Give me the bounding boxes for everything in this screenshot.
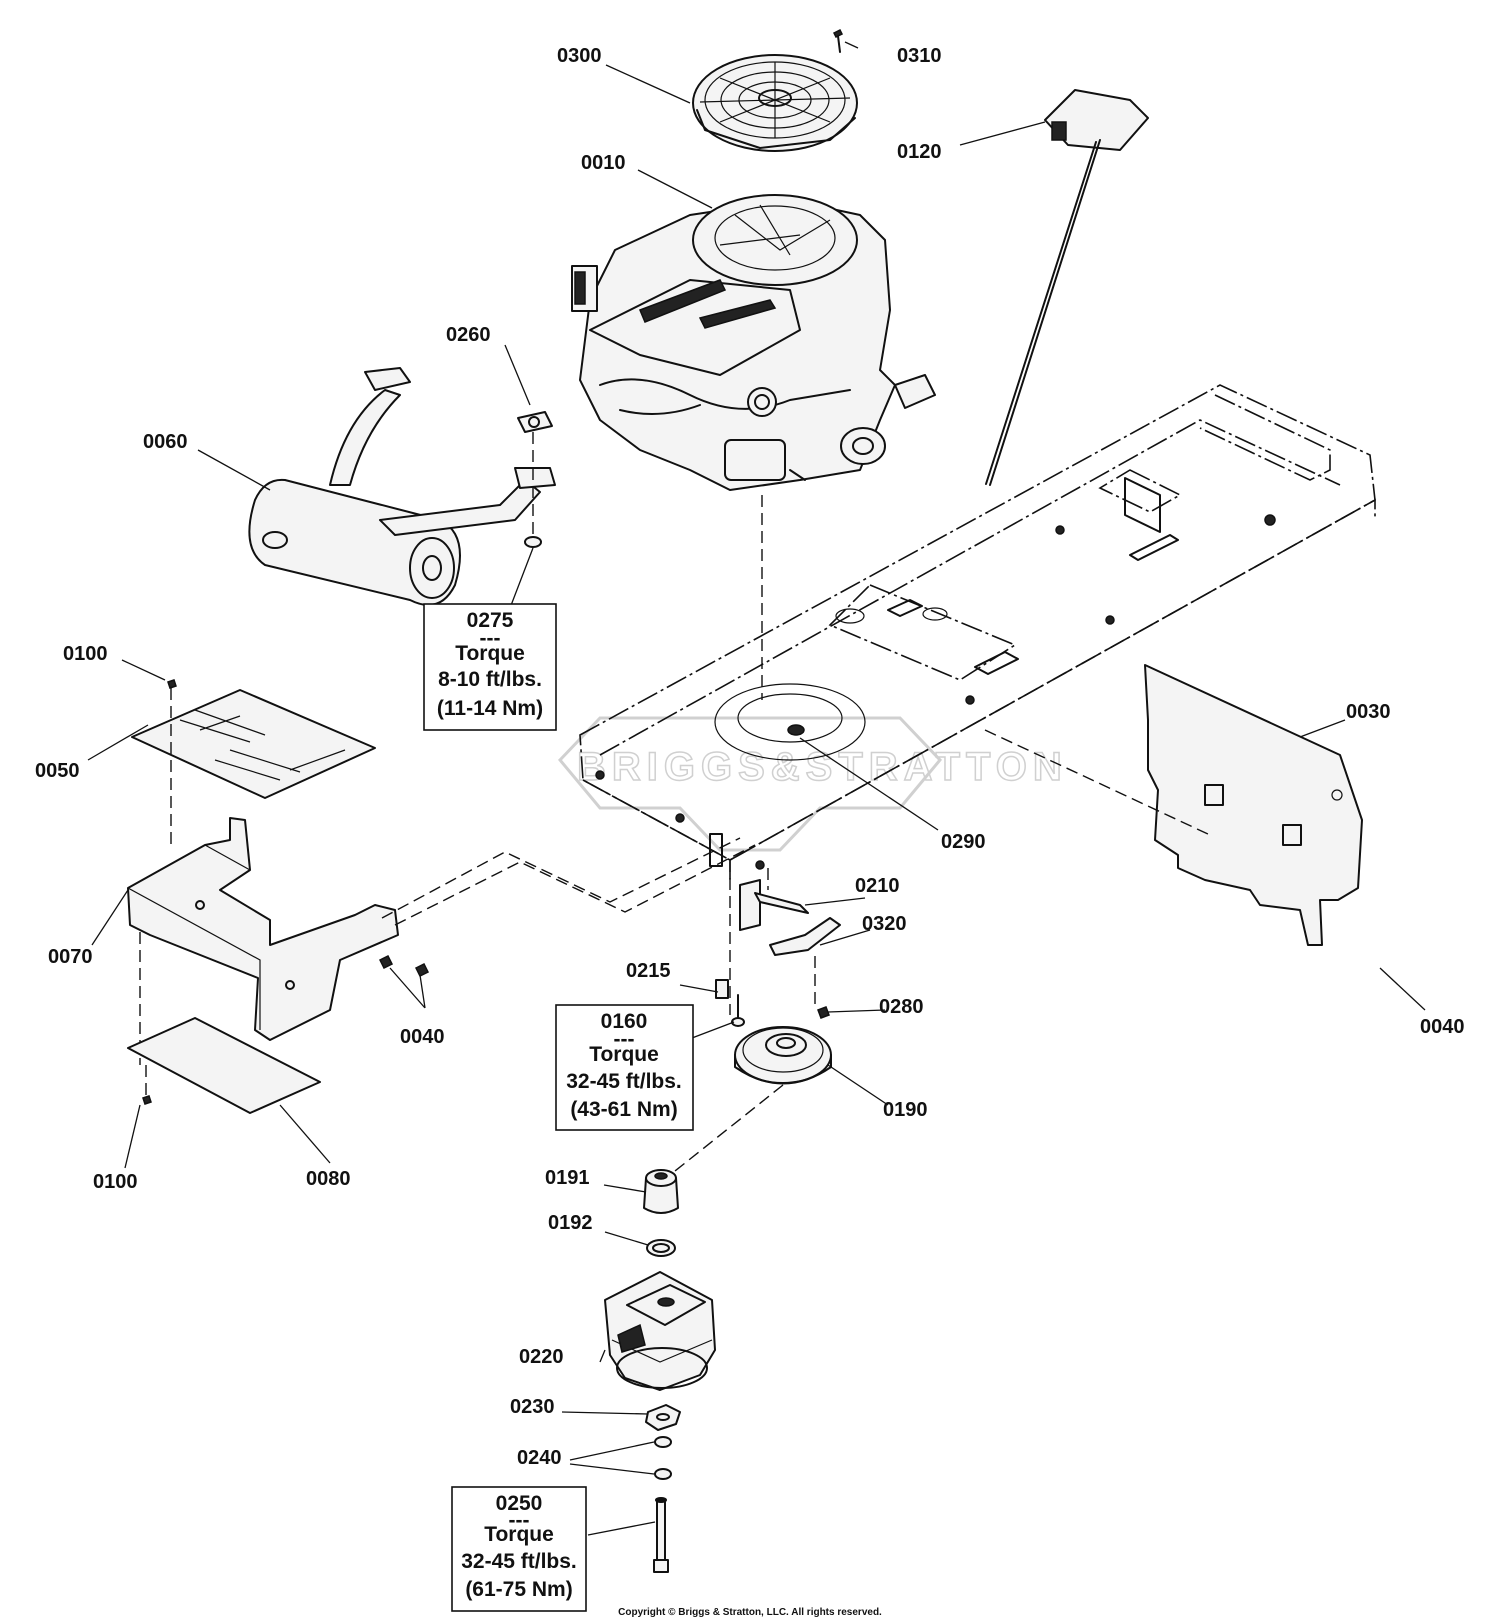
label-0191: 0191 bbox=[545, 1167, 590, 1189]
svg-text:---: --- bbox=[509, 1509, 530, 1532]
side-panel bbox=[984, 664, 1363, 946]
washer-ring bbox=[646, 1239, 676, 1257]
brand-watermark: BRIGGS&STRATTON bbox=[557, 716, 1068, 852]
engine-mount-bracket bbox=[127, 817, 399, 1041]
svg-text:32-45 ft/lbs.: 32-45 ft/lbs. bbox=[566, 1070, 682, 1093]
svg-text:(11-14 Nm): (11-14 Nm) bbox=[437, 697, 543, 720]
belt-keeper-bracket bbox=[715, 879, 841, 999]
svg-text:BRIGGS&STRATTON: BRIGGS&STRATTON bbox=[577, 745, 1068, 789]
copyright-notice: Copyright © Briggs & Stratton, LLC. All … bbox=[618, 1607, 882, 1618]
label-0100-bottom: 0100 bbox=[93, 1171, 138, 1193]
lower-plate bbox=[127, 1017, 321, 1114]
exhaust-gasket bbox=[517, 411, 553, 433]
label-0240: 0240 bbox=[517, 1447, 562, 1469]
pto-bolt bbox=[653, 1497, 669, 1573]
engine-pulley bbox=[734, 1026, 832, 1085]
label-0300: 0300 bbox=[557, 45, 602, 67]
torque-callout-0250: 0250 --- Torque 32-45 ft/lbs. (61-75 Nm) bbox=[451, 1486, 587, 1612]
label-0310: 0310 bbox=[897, 45, 942, 67]
svg-text:Torque: Torque bbox=[589, 1043, 659, 1066]
label-0040-right: 0040 bbox=[1420, 1016, 1465, 1038]
label-0050: 0050 bbox=[35, 760, 80, 782]
svg-text:Torque: Torque bbox=[484, 1523, 554, 1546]
heat-shield-plate bbox=[131, 689, 376, 799]
svg-text:8-10 ft/lbs.: 8-10 ft/lbs. bbox=[438, 668, 542, 691]
svg-text:0250: 0250 bbox=[496, 1492, 543, 1515]
label-0215: 0215 bbox=[626, 960, 671, 982]
label-0220: 0220 bbox=[519, 1346, 564, 1368]
svg-text:0275: 0275 bbox=[467, 609, 514, 632]
label-0280: 0280 bbox=[879, 996, 924, 1018]
spacer bbox=[643, 1169, 679, 1214]
label-0040-left: 0040 bbox=[400, 1026, 445, 1048]
label-0320: 0320 bbox=[862, 913, 907, 935]
torque-callout-0160: 0160 --- Torque 32-45 ft/lbs. (43-61 Nm) bbox=[555, 1004, 694, 1131]
label-0100-top: 0100 bbox=[63, 643, 108, 665]
label-0192: 0192 bbox=[548, 1212, 593, 1234]
label-0060: 0060 bbox=[143, 431, 188, 453]
label-0190: 0190 bbox=[883, 1099, 928, 1121]
engine bbox=[571, 194, 936, 491]
label-0210: 0210 bbox=[855, 875, 900, 897]
svg-text:Torque: Torque bbox=[455, 642, 525, 665]
svg-text:32-45 ft/lbs.: 32-45 ft/lbs. bbox=[461, 1550, 577, 1573]
label-0080: 0080 bbox=[306, 1168, 351, 1190]
part-labels: 0300 0310 0120 0010 0260 0060 0100 0050 … bbox=[35, 45, 1465, 1469]
svg-text:---: --- bbox=[480, 627, 501, 650]
label-0030: 0030 bbox=[1346, 701, 1391, 723]
frame-chassis bbox=[579, 384, 1376, 880]
muffler bbox=[248, 367, 556, 606]
dipstick bbox=[985, 89, 1149, 486]
svg-text:(43-61 Nm): (43-61 Nm) bbox=[570, 1098, 677, 1121]
label-0010: 0010 bbox=[581, 152, 626, 174]
label-0120: 0120 bbox=[897, 141, 942, 163]
svg-text:0160: 0160 bbox=[601, 1010, 648, 1033]
label-0230: 0230 bbox=[510, 1396, 555, 1418]
label-0290: 0290 bbox=[941, 831, 986, 853]
label-0260: 0260 bbox=[446, 324, 491, 346]
label-0070: 0070 bbox=[48, 946, 93, 968]
pto-clutch bbox=[604, 1271, 716, 1391]
fan-screen bbox=[692, 54, 858, 152]
svg-text:---: --- bbox=[614, 1028, 635, 1051]
svg-text:(61-75 Nm): (61-75 Nm) bbox=[465, 1578, 572, 1601]
torque-callout-0275: 0275 --- Torque 8-10 ft/lbs. (11-14 Nm) bbox=[423, 603, 557, 731]
leader-lines bbox=[87, 41, 1426, 1536]
